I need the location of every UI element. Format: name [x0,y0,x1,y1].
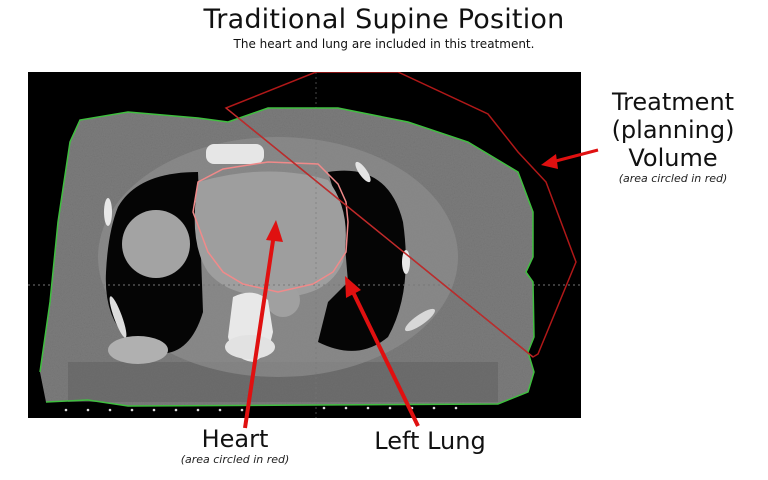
body-outline-contour [39,107,535,407]
left-lung-label-title: Left Lung [374,427,486,455]
left-lung-label: Left Lung [355,427,505,455]
heart-contour [192,161,349,293]
ct-scan-image [28,72,581,418]
couch-markers [64,406,458,412]
ptv-label: Treatment (planning) Volume (area circle… [598,88,748,185]
page-subtitle: The heart and lung are included in this … [233,37,535,51]
ptv-label-line3: Volume [628,144,718,172]
ptv-label-note: (area circled in red) [618,172,728,185]
ptv-label-line1: Treatment [611,88,735,116]
ptv-label-line2: (planning) [611,116,735,144]
heart-label-note: (area circled in red) [180,453,290,466]
heart-label-title: Heart [201,425,269,453]
ptv-contour [224,72,577,358]
page-title: Traditional Supine Position [203,4,565,35]
heart-label: Heart (area circled in red) [160,425,310,466]
